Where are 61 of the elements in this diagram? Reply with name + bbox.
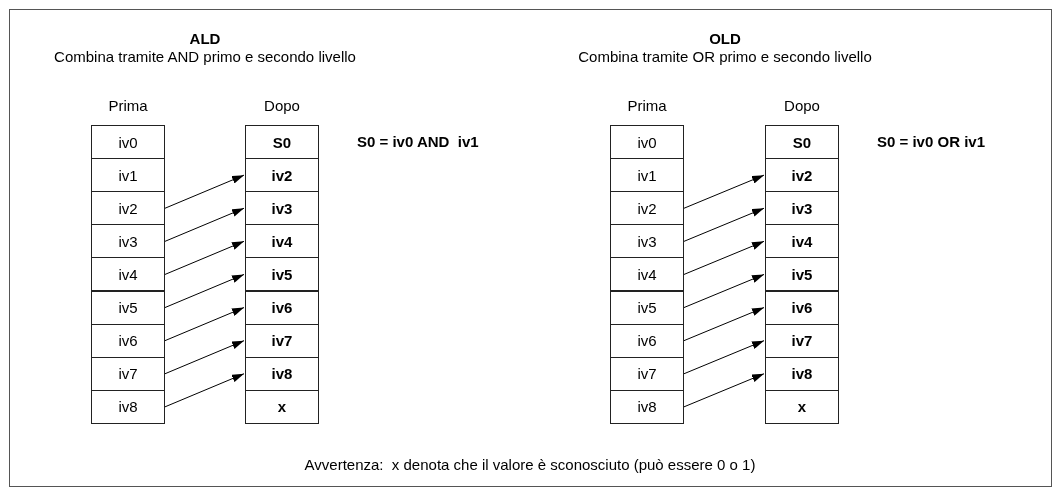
- panel-title: OLD: [709, 30, 741, 47]
- register-cell: iv3: [610, 224, 684, 259]
- register-cell: S0: [765, 125, 839, 160]
- register-cell: iv2: [765, 158, 839, 193]
- arrow: [683, 174, 765, 209]
- arrow: [164, 340, 245, 375]
- register-cell: iv7: [610, 356, 684, 391]
- register-cell: iv8: [610, 389, 684, 424]
- register-cell: iv1: [610, 158, 684, 193]
- panel-title: ALD: [189, 30, 221, 47]
- register-cell: x: [245, 389, 319, 424]
- arrow: [164, 207, 245, 242]
- register-cell: iv5: [91, 290, 165, 325]
- register-cell: iv4: [765, 224, 839, 259]
- arrow: [164, 273, 245, 309]
- formula: S0 = iv0 OR iv1: [877, 133, 985, 150]
- arrow: [164, 174, 245, 209]
- register-cell: iv7: [245, 323, 319, 358]
- panel-subtitle: Combina tramite AND primo e secondo livello: [54, 48, 356, 65]
- register-cell: iv6: [91, 323, 165, 358]
- register-cell: iv3: [245, 191, 319, 226]
- register-cell: iv3: [91, 224, 165, 259]
- arrow: [164, 307, 245, 342]
- register-cell: iv2: [245, 158, 319, 193]
- arrow: [683, 207, 765, 242]
- register-cell: iv8: [245, 356, 319, 391]
- arrow: [683, 240, 765, 275]
- register-cell: iv5: [765, 257, 839, 292]
- register-cell: iv5: [610, 290, 684, 325]
- register-cell: iv4: [610, 257, 684, 292]
- register-cell: iv7: [91, 356, 165, 391]
- register-cell: S0: [245, 125, 319, 160]
- arrow: [683, 373, 765, 408]
- column-heading: Dopo: [784, 97, 820, 114]
- register-cell: iv2: [91, 191, 165, 226]
- arrow: [683, 273, 765, 309]
- register-cell: iv5: [245, 257, 319, 292]
- column-heading: Prima: [627, 97, 667, 114]
- column-heading: Prima: [108, 97, 148, 114]
- register-cell: iv3: [765, 191, 839, 226]
- arrow: [164, 240, 245, 275]
- register-cell: x: [765, 389, 839, 424]
- register-cell: iv6: [610, 323, 684, 358]
- register-cell: iv6: [765, 290, 839, 325]
- register-cell: iv8: [765, 356, 839, 391]
- register-cell: iv0: [91, 125, 165, 160]
- register-cell: iv2: [610, 191, 684, 226]
- register-cell: iv8: [91, 389, 165, 424]
- register-cell: iv1: [91, 158, 165, 193]
- arrow: [683, 340, 765, 375]
- column-heading: Dopo: [264, 97, 300, 114]
- arrow: [164, 373, 245, 408]
- register-cell: iv6: [245, 290, 319, 325]
- register-cell: iv7: [765, 323, 839, 358]
- formula: S0 = iv0 AND iv1: [357, 133, 479, 150]
- register-cell: iv4: [245, 224, 319, 259]
- register-cell: iv4: [91, 257, 165, 292]
- footnote: Avvertenza: x denota che il valore è sconosciuto (può essere 0 o 1): [304, 456, 756, 473]
- register-cell: iv0: [610, 125, 684, 160]
- arrow: [683, 307, 765, 342]
- panel-subtitle: Combina tramite OR primo e secondo livello: [578, 48, 872, 65]
